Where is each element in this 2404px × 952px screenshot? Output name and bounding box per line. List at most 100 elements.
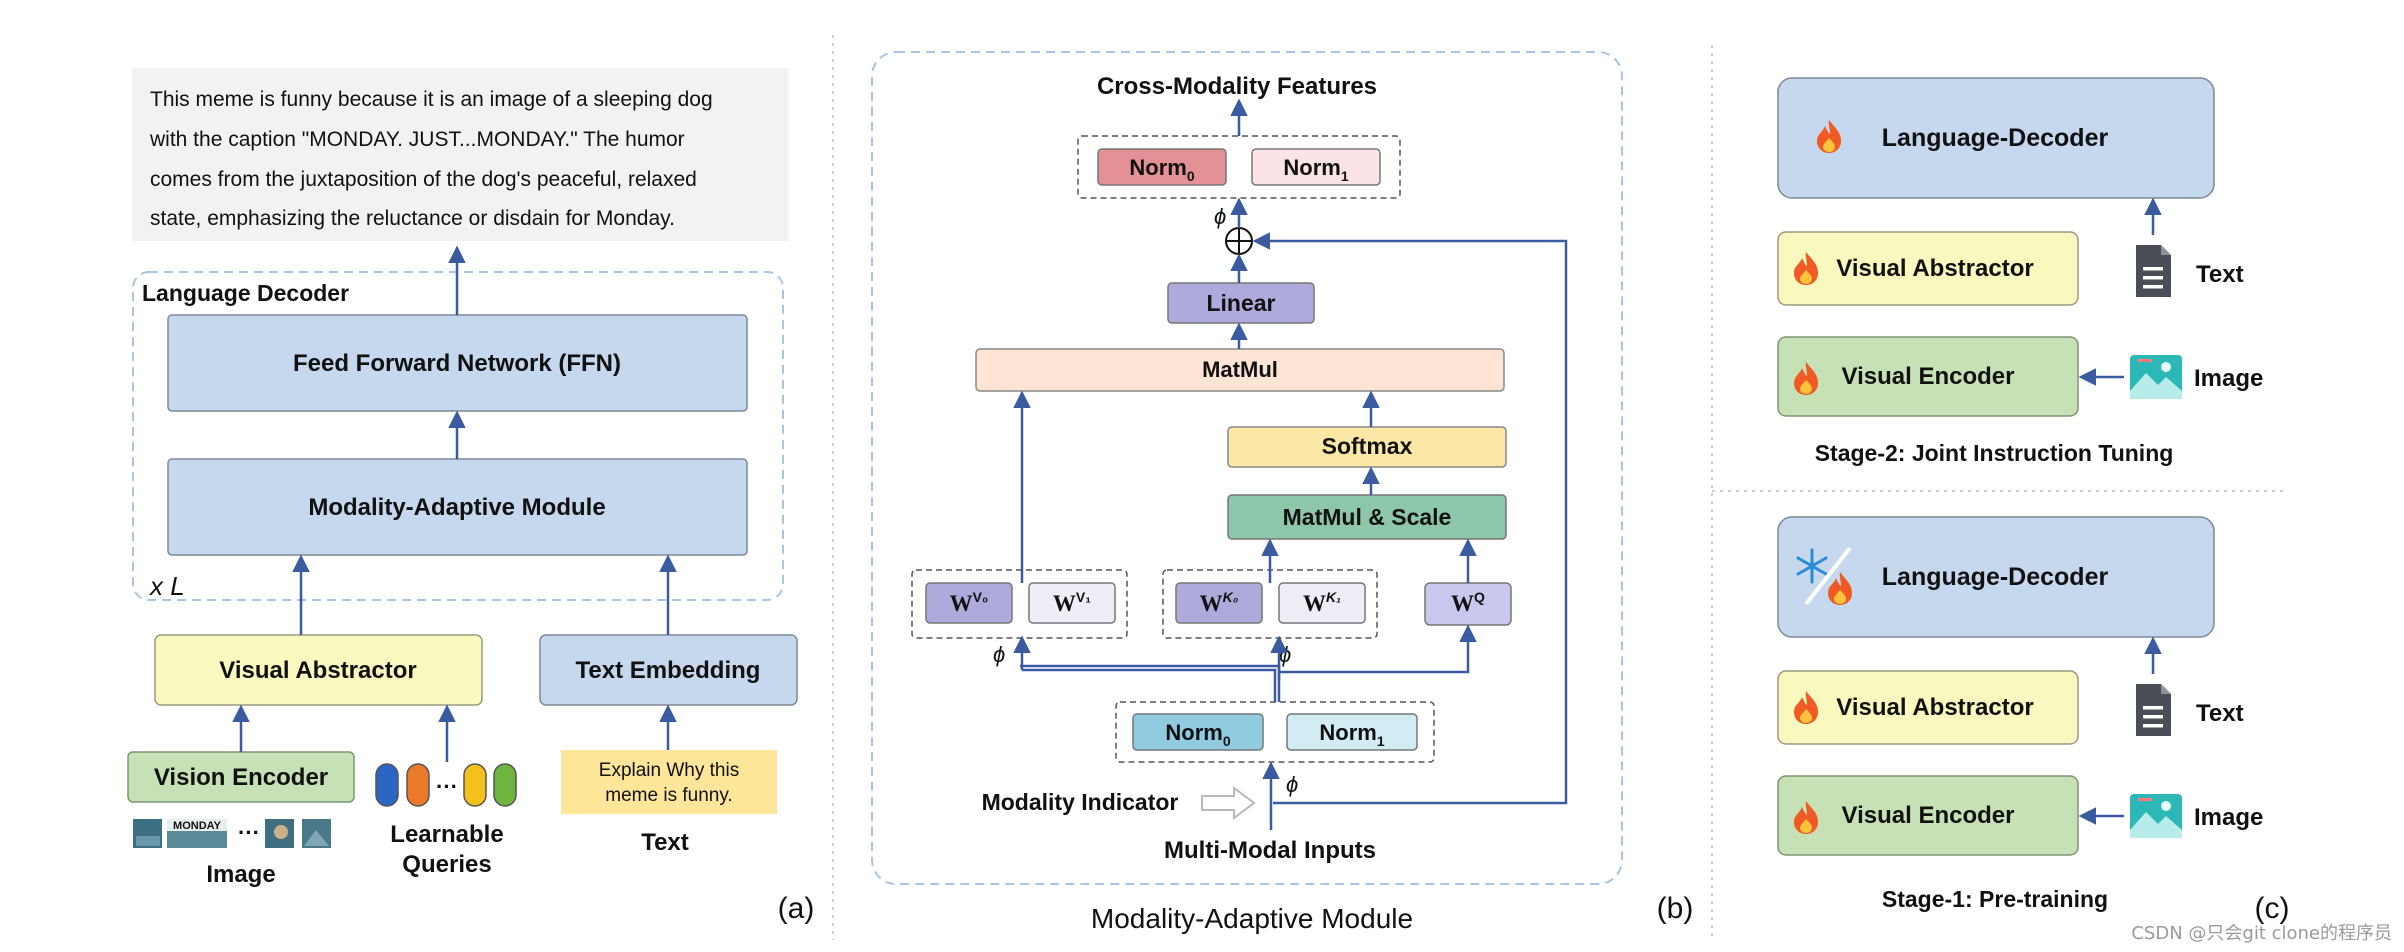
- panel-b-letter: (b): [1657, 892, 1694, 925]
- wk1-box: [1278, 582, 1366, 624]
- input-norm1-label: Norm1: [1319, 720, 1384, 749]
- stage1-decoder-label: Language-Decoder: [1882, 563, 2109, 591]
- multimodal-inputs-label: Multi-Modal Inputs: [1164, 837, 1376, 864]
- panel-b-caption: Modality-Adaptive Module: [1091, 903, 1413, 934]
- stage1-encoder-label: Visual Encoder: [1842, 802, 2015, 829]
- panel-a: This meme is funny because it is an imag…: [127, 68, 815, 925]
- queries-ellipsis: ···: [436, 774, 458, 799]
- output-text-line-2: with the caption "MONDAY. JUST...MONDAY.…: [149, 128, 685, 151]
- phi-input: ϕ: [1286, 772, 1298, 797]
- panel-c-letter: (c): [2255, 892, 2290, 925]
- vision-encoder-label: Vision Encoder: [154, 764, 328, 791]
- image-thumb-ellipsis: ···: [238, 820, 260, 845]
- stage2-decoder-box: [1777, 77, 2215, 199]
- image-thumb-caption: MONDAY: [173, 820, 222, 832]
- language-decoder-title: Language Decoder: [142, 280, 349, 306]
- query-token-green: [493, 763, 517, 807]
- learnable-queries: ···: [375, 763, 517, 807]
- output-text-line-1: This meme is funny because it is an imag…: [150, 88, 713, 111]
- wv0-box: [925, 582, 1013, 624]
- panel-b-arrows: [1013, 98, 1568, 830]
- text-label: Text: [641, 829, 689, 856]
- stage2-decoder-label: Language-Decoder: [1882, 124, 2109, 152]
- wv1-label: WV₁: [1053, 589, 1091, 616]
- image-thumb-4-detail: [304, 830, 329, 846]
- modality-indicator-arrow: [1201, 786, 1256, 820]
- wq-label: WQ: [1451, 589, 1485, 616]
- matmul-scale-label: MatMul & Scale: [1283, 504, 1452, 530]
- mam-detail-group: [871, 51, 1623, 885]
- input-norm1-box: [1286, 713, 1418, 751]
- image-thumb-1-detail: [136, 836, 160, 846]
- stage1-image-label: Image: [2194, 804, 2263, 831]
- line-norm-to-value: [1022, 668, 1277, 702]
- stage2-image-label: Image: [2194, 365, 2263, 392]
- stage2-text-doc-icon: [2136, 245, 2171, 297]
- wk1-label: WK₁: [1303, 589, 1341, 616]
- matmul-label: MatMul: [1202, 357, 1278, 382]
- stage1-encoder-box: [1777, 775, 2079, 856]
- wk0-box: [1175, 582, 1263, 624]
- output-text-line-3: comes from the juxtaposition of the dog'…: [150, 168, 697, 191]
- image-thumb-3-detail: [274, 825, 288, 839]
- output-norm0-box: [1097, 148, 1227, 186]
- wk0-label: WK₀: [1200, 589, 1239, 616]
- softmax-label: Softmax: [1322, 433, 1413, 459]
- slash-icon: [1804, 546, 1852, 606]
- snowflake-icon: [1796, 548, 1828, 584]
- arrow-into-query: [1279, 624, 1477, 674]
- visual-abstractor-label: Visual Abstractor: [219, 657, 416, 684]
- wv1-box: [1028, 582, 1116, 624]
- repeat-label: x L: [148, 571, 185, 601]
- panel-a-arrows: [232, 245, 677, 762]
- output-norm1-box: [1251, 148, 1381, 186]
- line-norm-to-value-2: [1020, 664, 1281, 702]
- image-thumb-2-caption-band: [167, 819, 227, 831]
- panel-c: Language-Decoder Visual Abstractor Visua…: [1777, 77, 2392, 944]
- phi-output: ϕ: [1214, 204, 1226, 229]
- output-text-line-4: state, emphasizing the reluctance or dis…: [150, 207, 675, 230]
- panel-c-arrows: [2078, 197, 2162, 825]
- input-norm0-label: Norm0: [1165, 720, 1230, 749]
- stage1-decoder-box: [1777, 516, 2215, 638]
- image-thumbnails: MONDAY ···: [133, 819, 331, 848]
- query-token-orange: [406, 763, 430, 807]
- input-norm0-box: [1132, 713, 1264, 751]
- queries-label-line-1: Learnable: [390, 821, 503, 848]
- mam-label: Modality-Adaptive Module: [308, 494, 605, 521]
- prompt-line-2: meme is funny.: [605, 785, 732, 806]
- stage1-text-label: Text: [2196, 700, 2244, 727]
- panel-b: Cross-Modality Features Norm0 Norm1 ϕ Li…: [871, 51, 1694, 934]
- query-token-yellow: [463, 763, 487, 807]
- stage2-encoder-label: Visual Encoder: [1842, 363, 2015, 390]
- arrow-residual: [1252, 232, 1568, 805]
- stage2-abstractor-box: [1777, 231, 2079, 306]
- stage1-caption: Stage-1: Pre-training: [1882, 886, 2108, 912]
- stage2-abstractor-label: Visual Abstractor: [1836, 255, 2033, 282]
- matmul-scale-box: [1227, 494, 1507, 540]
- wv0-label: WV₀: [950, 589, 989, 616]
- stage2-encoder-box: [1777, 336, 2079, 417]
- stage1-text-doc-icon: [2136, 684, 2171, 736]
- query-token-blue: [375, 763, 399, 807]
- watermark: CSDN @只会git clone的程序员: [2131, 923, 2392, 944]
- output-norm0-label: Norm0: [1129, 155, 1194, 184]
- stage1-frozen-icon: [1796, 546, 1852, 606]
- prompt-line-1: Explain Why this: [599, 760, 739, 781]
- visual-abstractor-box: [154, 634, 483, 706]
- stage1-abstractor-label: Visual Abstractor: [1836, 694, 2033, 721]
- cross-modality-title: Cross-Modality Features: [1097, 73, 1377, 100]
- image-label: Image: [206, 861, 275, 888]
- queries-label-line-2: Queries: [402, 851, 491, 878]
- stage2-caption: Stage-2: Joint Instruction Tuning: [1815, 440, 2174, 466]
- output-norm1-label: Norm1: [1283, 155, 1348, 184]
- ffn-label: Feed Forward Network (FFN): [293, 350, 621, 377]
- output-text-box: [132, 68, 789, 241]
- panel-a-letter: (a): [778, 892, 815, 925]
- stage2-text-label: Text: [2196, 261, 2244, 288]
- stage1-image-icon: [2130, 794, 2182, 838]
- stage2-image-icon: [2130, 355, 2182, 399]
- phi-key: ϕ: [1279, 642, 1291, 667]
- text-embedding-label: Text Embedding: [576, 657, 761, 684]
